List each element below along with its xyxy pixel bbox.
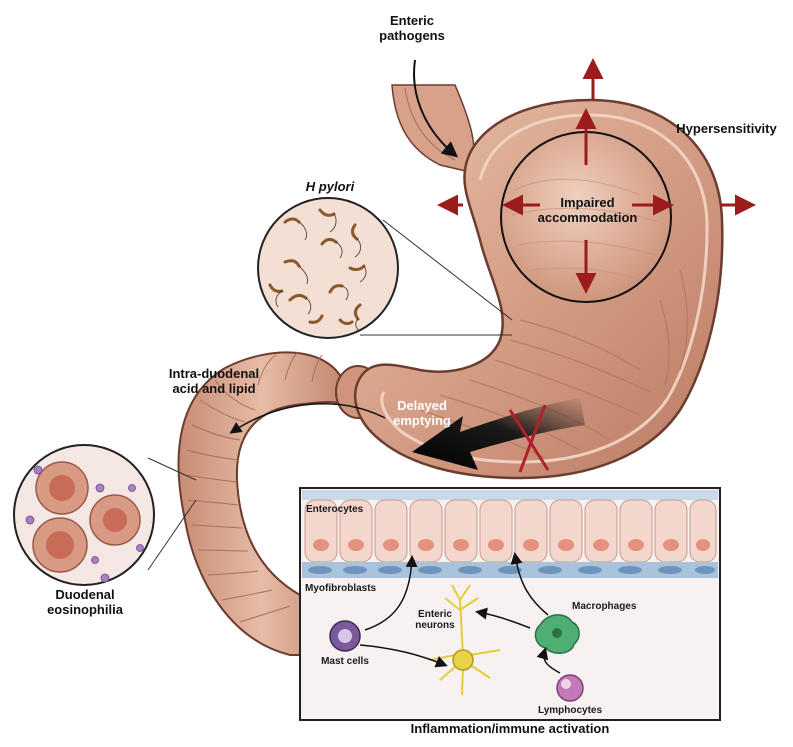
label-delayed-emptying: Delayed emptying	[372, 399, 472, 429]
label-enteric-pathogens: Enteric pathogens	[362, 14, 462, 44]
label-intra-duodenal: Intra-duodenal acid and lipid	[150, 367, 278, 397]
label-inflammation-immune-activation: Inflammation/immune activation	[300, 722, 720, 737]
label-macrophages: Macrophages	[572, 601, 652, 612]
label-impaired-accommodation: Impaired accommodation	[520, 196, 655, 226]
label-myofibroblasts: Myofibroblasts	[305, 583, 405, 594]
label-enterocytes: Enterocytes	[306, 504, 386, 515]
label-hypersensitivity: Hypersensitivity	[664, 122, 789, 137]
lymphocyte-highlight	[561, 679, 571, 689]
bacteria-magnifier-icon	[258, 198, 398, 338]
mast-cell-nucleus	[338, 629, 352, 643]
brush-border	[302, 490, 718, 500]
label-mast-cells: Mast cells	[310, 656, 380, 667]
lymphocyte	[557, 675, 583, 701]
label-h-pylori: H pylori	[280, 180, 380, 195]
enteric-neuron-body	[453, 650, 473, 670]
macrophage-nucleus	[552, 628, 562, 638]
esophagus	[392, 85, 474, 172]
label-duodenal-eosinophilia: Duodenal eosinophilia	[20, 588, 150, 618]
label-lymphocytes: Lymphocytes	[525, 705, 615, 716]
label-enteric-neurons: Enteric neurons	[405, 609, 465, 631]
